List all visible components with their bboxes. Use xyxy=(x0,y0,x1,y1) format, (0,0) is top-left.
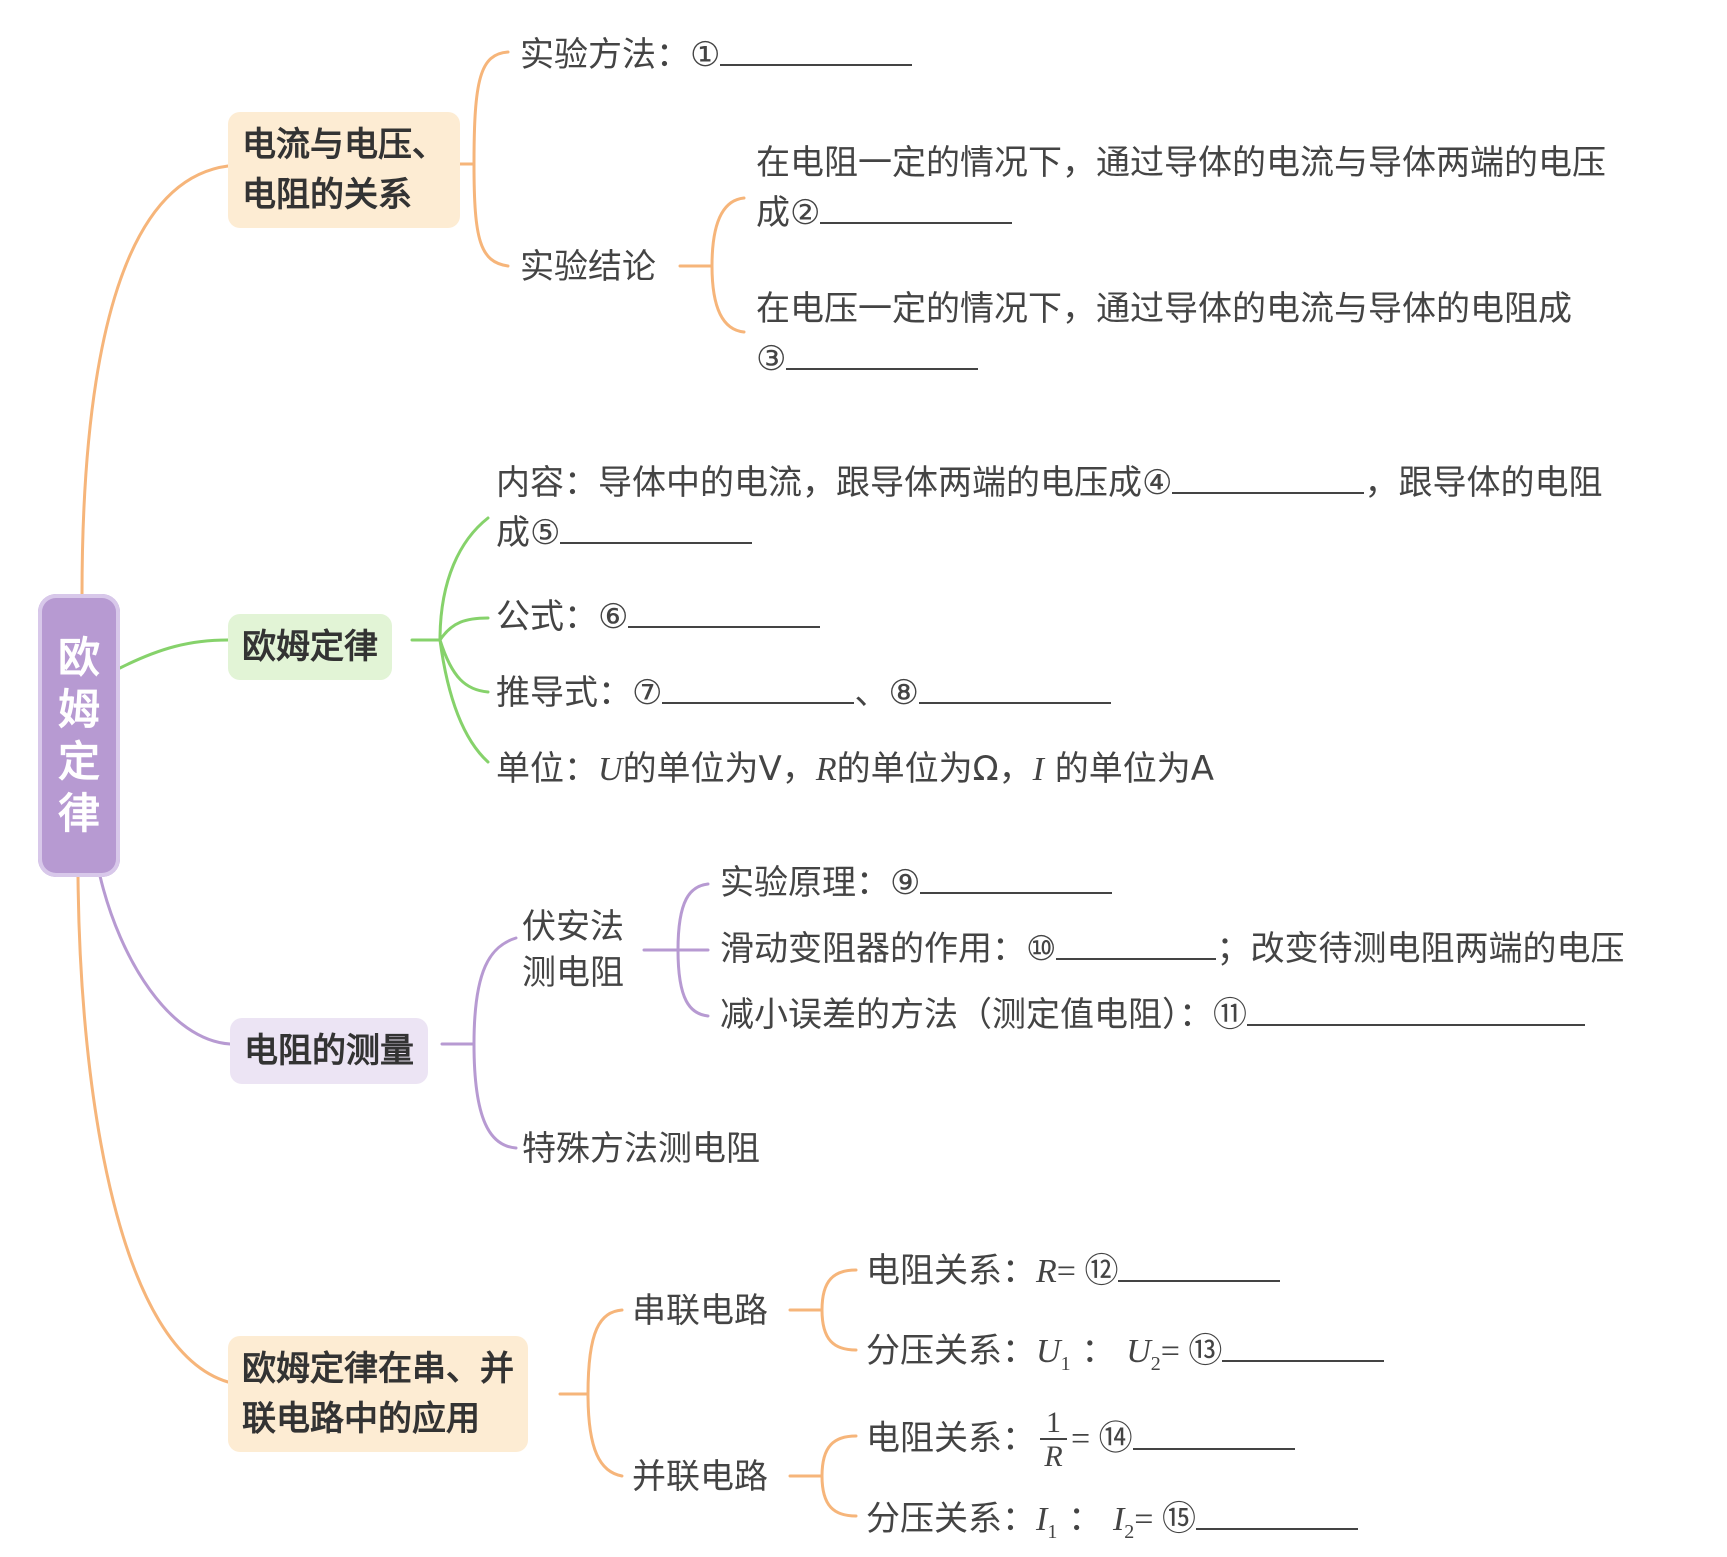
answer-blank[interactable] xyxy=(1118,1246,1281,1282)
sub-special-methods: 特殊方法测电阻 xyxy=(522,1129,760,1169)
answer-blank[interactable] xyxy=(918,668,1111,704)
sub-parallel-circuit: 并联电路 xyxy=(632,1457,768,1497)
leaf-experiment-method: 实验方法：① xyxy=(520,30,913,80)
answer-blank[interactable] xyxy=(1172,458,1365,494)
leaf-units: 单位：U的单位为V，R的单位为Ω，I 的单位为A xyxy=(496,749,1214,789)
answer-blank[interactable] xyxy=(628,592,821,628)
root-char: 定 xyxy=(57,736,100,786)
leaf-conclusion-2: 在电压一定的情况下，通过导体的电流与导体的电阻成 ③ xyxy=(756,289,1572,379)
branch-label: 联电路中的应用 xyxy=(242,1399,480,1439)
leaf-parallel-current-division: 分压关系：I1 ： I2= ⑮ xyxy=(866,1494,1358,1557)
answer-blank[interactable] xyxy=(1222,1326,1385,1362)
branch-resistance-measurement: 电阻的测量 xyxy=(230,1018,428,1084)
answer-blank[interactable] xyxy=(1195,1494,1358,1530)
branch-series-parallel-application: 欧姆定律在串、并 联电路中的应用 xyxy=(228,1336,528,1452)
branch-label: 欧姆定律 xyxy=(242,627,378,667)
branch-current-voltage-resistance: 电流与电压、 电阻的关系 xyxy=(228,112,460,228)
connector-b1-conclusion xyxy=(678,196,746,334)
answer-blank[interactable] xyxy=(820,188,1013,224)
root-char: 欧 xyxy=(57,632,100,682)
sub-experiment-conclusion: 实验结论 xyxy=(520,247,656,287)
root-node: 欧 姆 定 律 xyxy=(38,594,120,877)
branch-label: 电流与电压、 xyxy=(242,125,446,165)
connector-root-b2 xyxy=(118,638,230,670)
leaf-rheostat-role: 滑动变阻器的作用：⑩；改变待测电阻两端的电压 xyxy=(720,924,1624,974)
answer-blank[interactable] xyxy=(1056,924,1217,960)
branch-label: 电阻的关系 xyxy=(242,175,412,215)
connector-b4-series xyxy=(788,1268,858,1352)
answer-blank[interactable] xyxy=(786,334,979,370)
leaf-principle: 实验原理：⑨ xyxy=(720,858,1113,908)
answer-blank[interactable] xyxy=(1247,990,1585,1026)
leaf-error-reduction: 减小误差的方法（测定值电阻）：⑪ xyxy=(720,990,1585,1040)
answer-blank[interactable] xyxy=(560,508,753,544)
connector-b3-va xyxy=(642,882,710,1018)
root-char: 律 xyxy=(57,788,100,838)
sub-series-circuit: 串联电路 xyxy=(632,1291,768,1331)
answer-blank[interactable] xyxy=(920,858,1113,894)
connector-b4 xyxy=(558,1308,624,1478)
leaf-series-resistance: 电阻关系：R= ⑫ xyxy=(866,1246,1281,1297)
leaf-law-content: 内容：导体中的电流，跟导体两端的电压成④，跟导体的电阻 成⑤ xyxy=(496,458,1602,558)
connector-root-b4 xyxy=(76,874,230,1384)
branch-label: 欧姆定律在串、并 xyxy=(242,1349,514,1389)
leaf-conclusion-1: 在电阻一定的情况下，通过导体的电流与导体两端的电压 成② xyxy=(756,143,1606,233)
connector-b4-parallel xyxy=(788,1434,858,1518)
answer-blank[interactable] xyxy=(1132,1414,1295,1450)
sub-voltammetry: 伏安法 测电阻 xyxy=(522,907,624,993)
answer-blank[interactable] xyxy=(662,668,855,704)
connector-b2 xyxy=(410,516,490,764)
leaf-formula: 公式：⑥ xyxy=(496,592,821,642)
branch-ohms-law: 欧姆定律 xyxy=(228,614,392,680)
leaf-derived-formula: 推导式：⑦、⑧ xyxy=(496,668,1111,718)
leaf-series-voltage-division: 分压关系：U1 ： U2= ⑬ xyxy=(866,1326,1385,1389)
branch-label: 电阻的测量 xyxy=(244,1031,414,1071)
root-char: 姆 xyxy=(57,684,100,734)
connector-root-b3 xyxy=(98,874,232,1046)
connector-root-b1 xyxy=(80,164,230,598)
answer-blank[interactable] xyxy=(720,30,913,66)
connector-b3 xyxy=(440,936,518,1150)
